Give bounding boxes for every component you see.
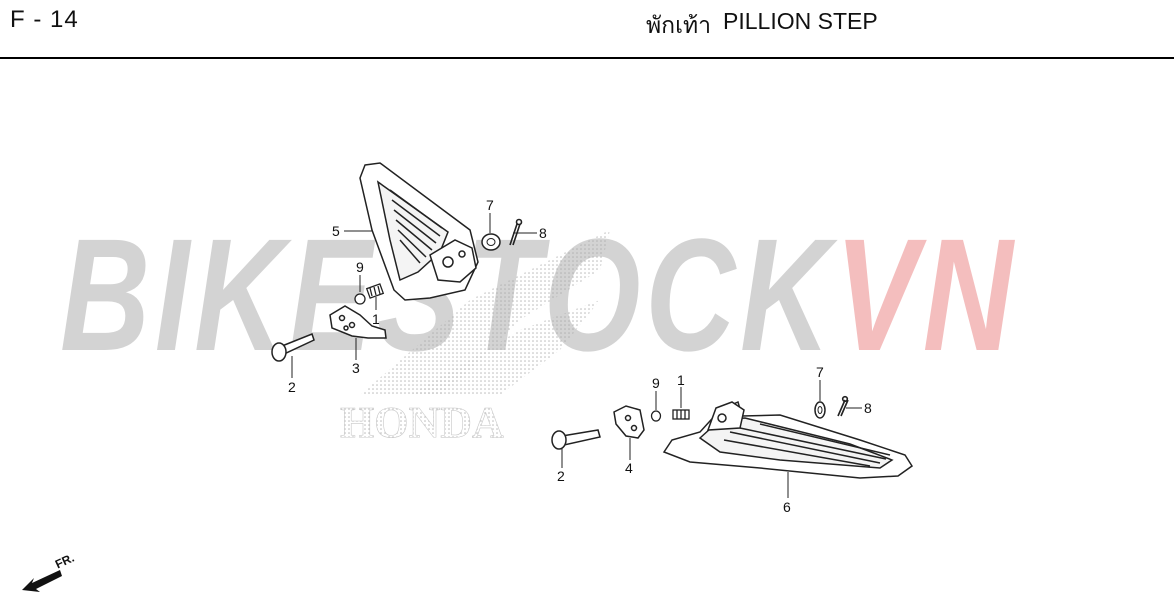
part-8-cotter-pin-upper — [509, 218, 523, 246]
part-3-bracket — [329, 305, 387, 339]
part-9-washer-lower — [650, 410, 662, 422]
part-1-spring-upper — [365, 283, 385, 299]
callout-9-lower: 9 — [652, 375, 660, 391]
callout-2-lower: 2 — [557, 468, 565, 484]
part-9-washer-upper — [354, 293, 366, 305]
callout-2-upper: 2 — [288, 379, 296, 395]
callout-7-upper: 7 — [486, 197, 494, 213]
callout-8-lower: 8 — [864, 400, 872, 416]
page-code: F - 14 — [10, 6, 79, 33]
part-1-spring-lower — [672, 409, 690, 420]
part-5-step-bracket — [359, 162, 479, 301]
callout-6: 6 — [783, 499, 791, 515]
callout-9-upper: 9 — [356, 259, 364, 275]
callout-8-upper: 8 — [539, 225, 547, 241]
callout-5: 5 — [332, 223, 340, 239]
part-6-step-bracket — [662, 400, 914, 479]
part-7-washer-lower — [814, 401, 826, 419]
honda-wordmark: HONDA — [340, 398, 504, 447]
honda-wing-emblem: HONDA — [340, 230, 610, 447]
header-divider — [0, 57, 1174, 59]
callout-4: 4 — [625, 460, 633, 476]
part-4-bracket — [613, 405, 645, 439]
page-title: พักเท้า PILLION STEP — [646, 8, 878, 44]
part-7-washer-upper — [481, 233, 501, 251]
callout-7-lower: 7 — [816, 364, 824, 380]
front-direction-arrow-icon — [22, 570, 62, 592]
callout-3: 3 — [352, 360, 360, 376]
title-english: PILLION STEP — [723, 8, 878, 34]
page-header: F - 14 พักเท้า PILLION STEP — [0, 0, 1174, 59]
title-thai: พักเท้า — [646, 12, 712, 38]
part-2-pin-upper — [271, 333, 315, 362]
part-2-pin-lower — [551, 429, 601, 450]
callout-1-upper: 1 — [372, 311, 380, 327]
leader-lines — [291, 213, 862, 498]
callout-1-lower: 1 — [677, 372, 685, 388]
part-8-cotter-pin-lower — [837, 395, 849, 417]
